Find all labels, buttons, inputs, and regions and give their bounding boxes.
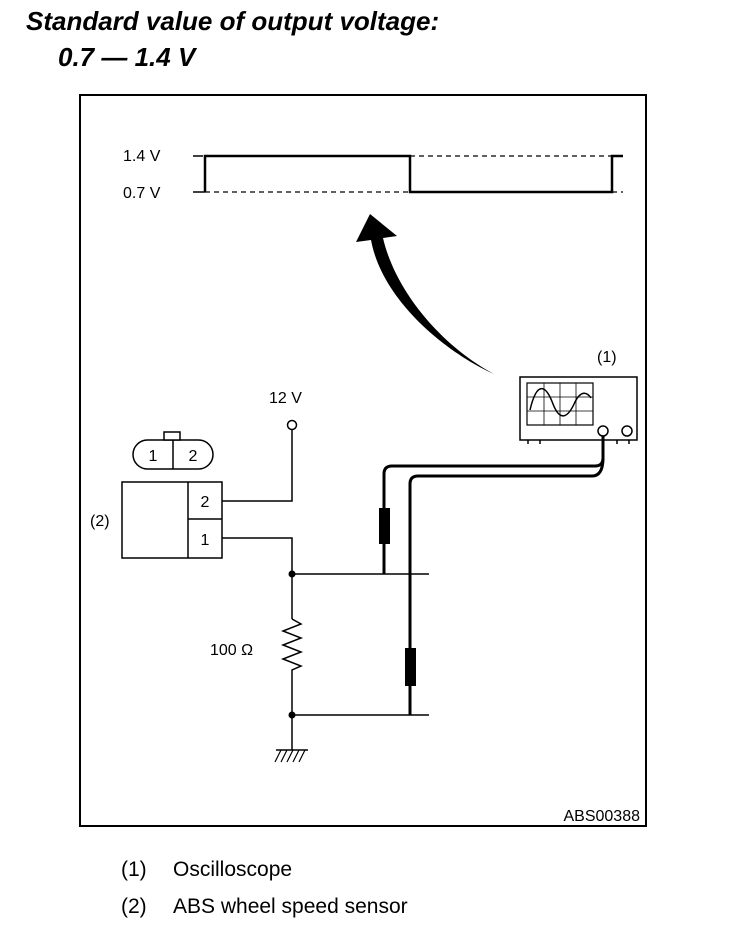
ground-jack bbox=[621, 425, 633, 437]
oscilloscope-callout: (1) bbox=[597, 349, 617, 366]
oscilloscope-trace bbox=[529, 387, 592, 417]
legend-number: (1) bbox=[121, 858, 147, 881]
square-wave-signal bbox=[203, 154, 623, 194]
legend-label: ABS wheel speed sensor bbox=[173, 895, 408, 918]
sensor-terminal-2: 2 bbox=[201, 494, 210, 511]
resistor bbox=[280, 618, 304, 740]
probe-cable-signal bbox=[382, 436, 605, 574]
legend-number: (2) bbox=[121, 895, 147, 918]
probe-clip-ground bbox=[405, 648, 416, 686]
supply-terminal bbox=[286, 419, 298, 431]
circuit: 12 V 1 2 (2) 2 1 100 Ω bbox=[90, 390, 429, 763]
sensor-terminal-1: 1 bbox=[201, 532, 210, 549]
oscilloscope: (1) bbox=[519, 349, 638, 444]
supply-voltage-label: 12 V bbox=[269, 390, 302, 407]
signal-wire bbox=[222, 537, 293, 619]
wheel-speed-sensor bbox=[121, 481, 223, 559]
probe-clip-signal bbox=[379, 508, 390, 544]
connector-pin-1: 1 bbox=[149, 448, 158, 465]
connector-latch bbox=[163, 431, 181, 441]
junction-top bbox=[288, 570, 296, 578]
junction-bottom bbox=[288, 711, 296, 719]
heading-title: Standard value of output voltage: bbox=[26, 6, 440, 36]
resistor-label: 100 Ω bbox=[210, 642, 253, 659]
diagram-frame bbox=[79, 94, 647, 827]
ground-symbol bbox=[274, 740, 308, 763]
heading-voltage-range: 0.7 — 1.4 V bbox=[58, 42, 196, 72]
curved-arrow bbox=[356, 214, 494, 374]
legend-item-oscilloscope: (1) Oscilloscope bbox=[121, 857, 292, 883]
sensor-callout: (2) bbox=[90, 513, 110, 530]
probe-jack bbox=[597, 425, 609, 437]
probe-cable-ground bbox=[408, 457, 605, 715]
figure-code: ABS00388 bbox=[563, 808, 640, 825]
probe-cables bbox=[379, 436, 605, 715]
legend-item-sensor: (2) ABS wheel speed sensor bbox=[121, 894, 408, 920]
connector-pin-2: 2 bbox=[189, 448, 198, 465]
waveform: 1.4 V 0.7 V bbox=[123, 148, 623, 202]
waveform-low-label: 0.7 V bbox=[123, 185, 161, 202]
supply-wire bbox=[222, 430, 293, 502]
legend-label: Oscilloscope bbox=[173, 858, 293, 881]
waveform-high-label: 1.4 V bbox=[123, 148, 161, 165]
